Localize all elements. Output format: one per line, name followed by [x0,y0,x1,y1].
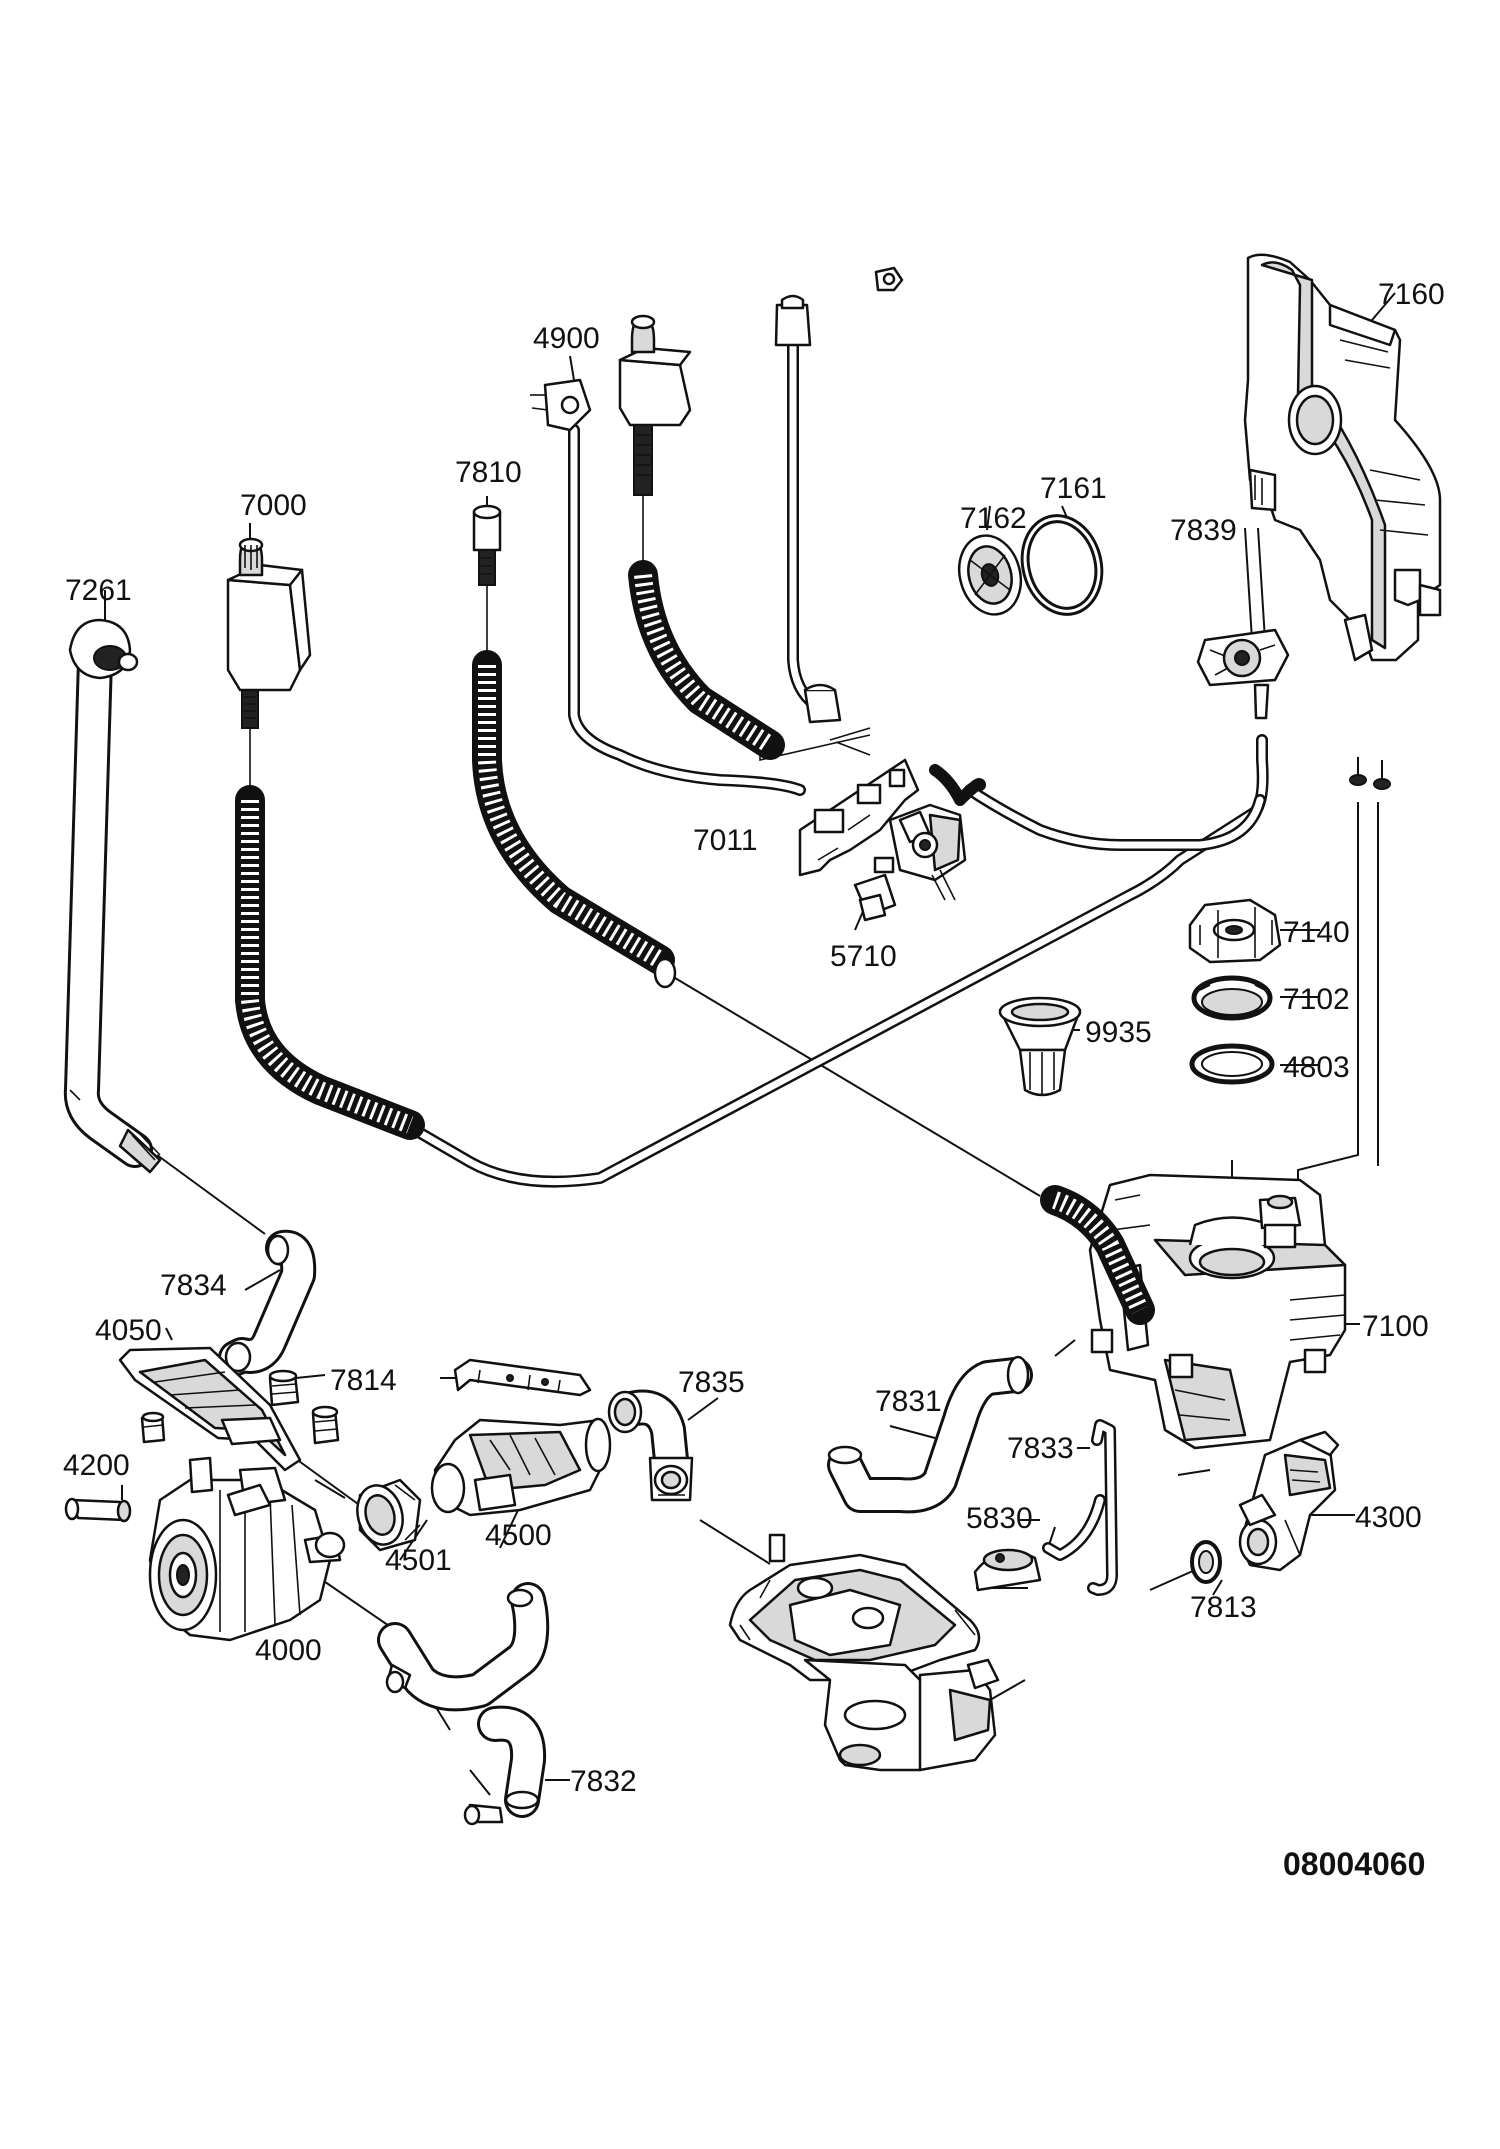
part-5830-pressure-switch [973,1548,1042,1592]
label-7261: 7261 [65,574,132,607]
label-7102: 7102 [1283,983,1350,1016]
part-5710-fill-valve [853,803,967,922]
label-7160: 7160 [1378,278,1445,311]
part-7831-hose [827,1355,1033,1514]
part-9935-funnel [998,996,1082,1097]
label-7834: 7834 [160,1269,227,1302]
part-sump-housing [728,1533,1000,1772]
label-4050: 4050 [95,1314,162,1347]
part-4300-drain-pump [1238,1430,1340,1572]
part-4050-bracket [118,1346,302,1472]
label-7813: 7813 [1190,1591,1257,1624]
label-5830: 5830 [966,1502,1033,1535]
part-7140-cap [1188,898,1282,964]
label-4501: 4501 [385,1544,452,1577]
part-7162-turbidity-disc [957,534,1023,616]
diagram-code: 08004060 [1283,1846,1425,1882]
part-small-nut [874,266,904,292]
part-4803-seal [1189,1043,1275,1085]
part-7839-clamp [1196,628,1290,720]
label-7831: 7831 [875,1385,942,1418]
part-small-clips [1349,757,1391,790]
label-4803: 4803 [1283,1051,1350,1084]
label-7810: 7810 [455,456,522,489]
part-7261-drain-hose [63,618,162,1174]
part-7161-ring-seal [1020,514,1104,616]
part-7102-threaded-ring [1191,975,1273,1021]
tube-routing [409,424,1269,1188]
label-7839: 7839 [1170,514,1237,547]
part-4200-sensor [64,1497,132,1523]
part-4500-heater [430,1358,612,1517]
part-4501-connector [356,1478,422,1552]
label-4200: 4200 [63,1449,130,1482]
part-7814-plugs [140,1369,340,1445]
label-7161: 7161 [1040,472,1107,505]
label-7835: 7835 [678,1366,745,1399]
label-7011: 7011 [693,824,758,857]
label-7100: 7100 [1362,1310,1429,1343]
label-7140: 7140 [1283,916,1350,949]
part-7835-elbow-hose [607,1389,694,1502]
label-7162: 7162 [960,502,1027,535]
label-5710: 5710 [830,940,897,973]
part-7833-thin-hose [1042,1419,1118,1596]
label-4500: 4500 [485,1519,552,1552]
part-7160-vent-housing [1243,253,1442,662]
part-7000-aquastop-hose [226,537,425,1140]
part-7832-hose [377,1582,550,1826]
part-7100-water-softener [1040,1173,1347,1450]
part-7810-connecting-hose [472,504,677,989]
label-4900: 4900 [533,322,600,355]
label-7000: 7000 [240,489,307,522]
part-7011-electronic-board [798,758,920,877]
label-7832: 7832 [570,1765,637,1798]
label-7833: 7833 [1007,1432,1074,1465]
label-4300: 4300 [1355,1501,1422,1534]
part-labels: 7261 7000 7810 4900 7162 7161 7160 7839 … [63,278,1445,1882]
label-7814: 7814 [330,1364,397,1397]
part-4900-plug [530,378,592,432]
part-aquastop-valve-upper [618,314,785,760]
part-4000-circulation-pump [148,1456,346,1642]
part-7834-hose [218,1229,317,1376]
label-9935: 9935 [1085,1016,1152,1049]
part-fill-hose [774,294,871,756]
part-7813-seal-ring [1190,1540,1222,1584]
label-4000: 4000 [255,1634,322,1667]
